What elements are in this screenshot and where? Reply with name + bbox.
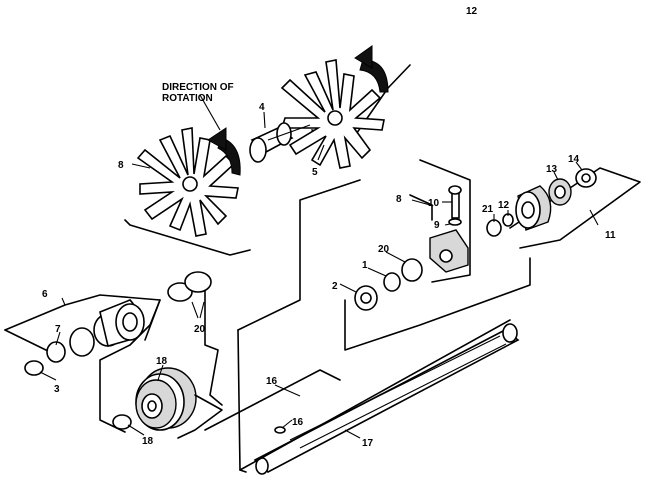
callout-9: 9	[434, 220, 440, 231]
callout-16-top: 16	[266, 376, 278, 387]
callout-20-left: 20	[194, 324, 206, 335]
callout-14: 14	[568, 154, 580, 165]
callout-7: 7	[55, 324, 61, 335]
callout-16-bottom: 16	[292, 417, 304, 428]
callout-2: 2	[332, 281, 338, 292]
page-number: 12	[466, 6, 478, 17]
impeller-upper	[280, 45, 389, 169]
spacer-tube	[249, 122, 311, 163]
callout-21: 21	[482, 204, 494, 215]
callout-18-top: 18	[156, 356, 168, 367]
callout-17: 17	[362, 438, 374, 449]
callout-8-right: 8	[396, 194, 402, 205]
callout-13: 13	[546, 164, 558, 175]
callout-1: 1	[362, 260, 368, 271]
callout-20-center: 20	[378, 244, 390, 255]
callout-12: 12	[498, 200, 510, 211]
callout-18-bottom: 18	[142, 436, 154, 447]
direction-label-line1: DIRECTION OF	[162, 82, 234, 93]
callout-3: 3	[54, 384, 60, 395]
shaft	[204, 319, 520, 475]
callout-4: 4	[259, 102, 265, 113]
callout-6: 6	[42, 289, 48, 300]
leader-lines	[39, 94, 599, 439]
callout-5: 5	[312, 167, 318, 178]
sheave-pulley	[112, 367, 223, 439]
rings-left	[167, 271, 212, 319]
right-bearing-assembly	[486, 167, 641, 249]
impeller-left	[136, 127, 241, 237]
callout-11: 11	[605, 230, 616, 241]
direction-label-line2: ROTATION	[162, 93, 213, 104]
callout-10: 10	[428, 198, 440, 209]
left-bearing-assembly	[4, 294, 161, 376]
center-bearing-assembly	[354, 185, 469, 311]
callout-8-left: 8	[118, 160, 124, 171]
